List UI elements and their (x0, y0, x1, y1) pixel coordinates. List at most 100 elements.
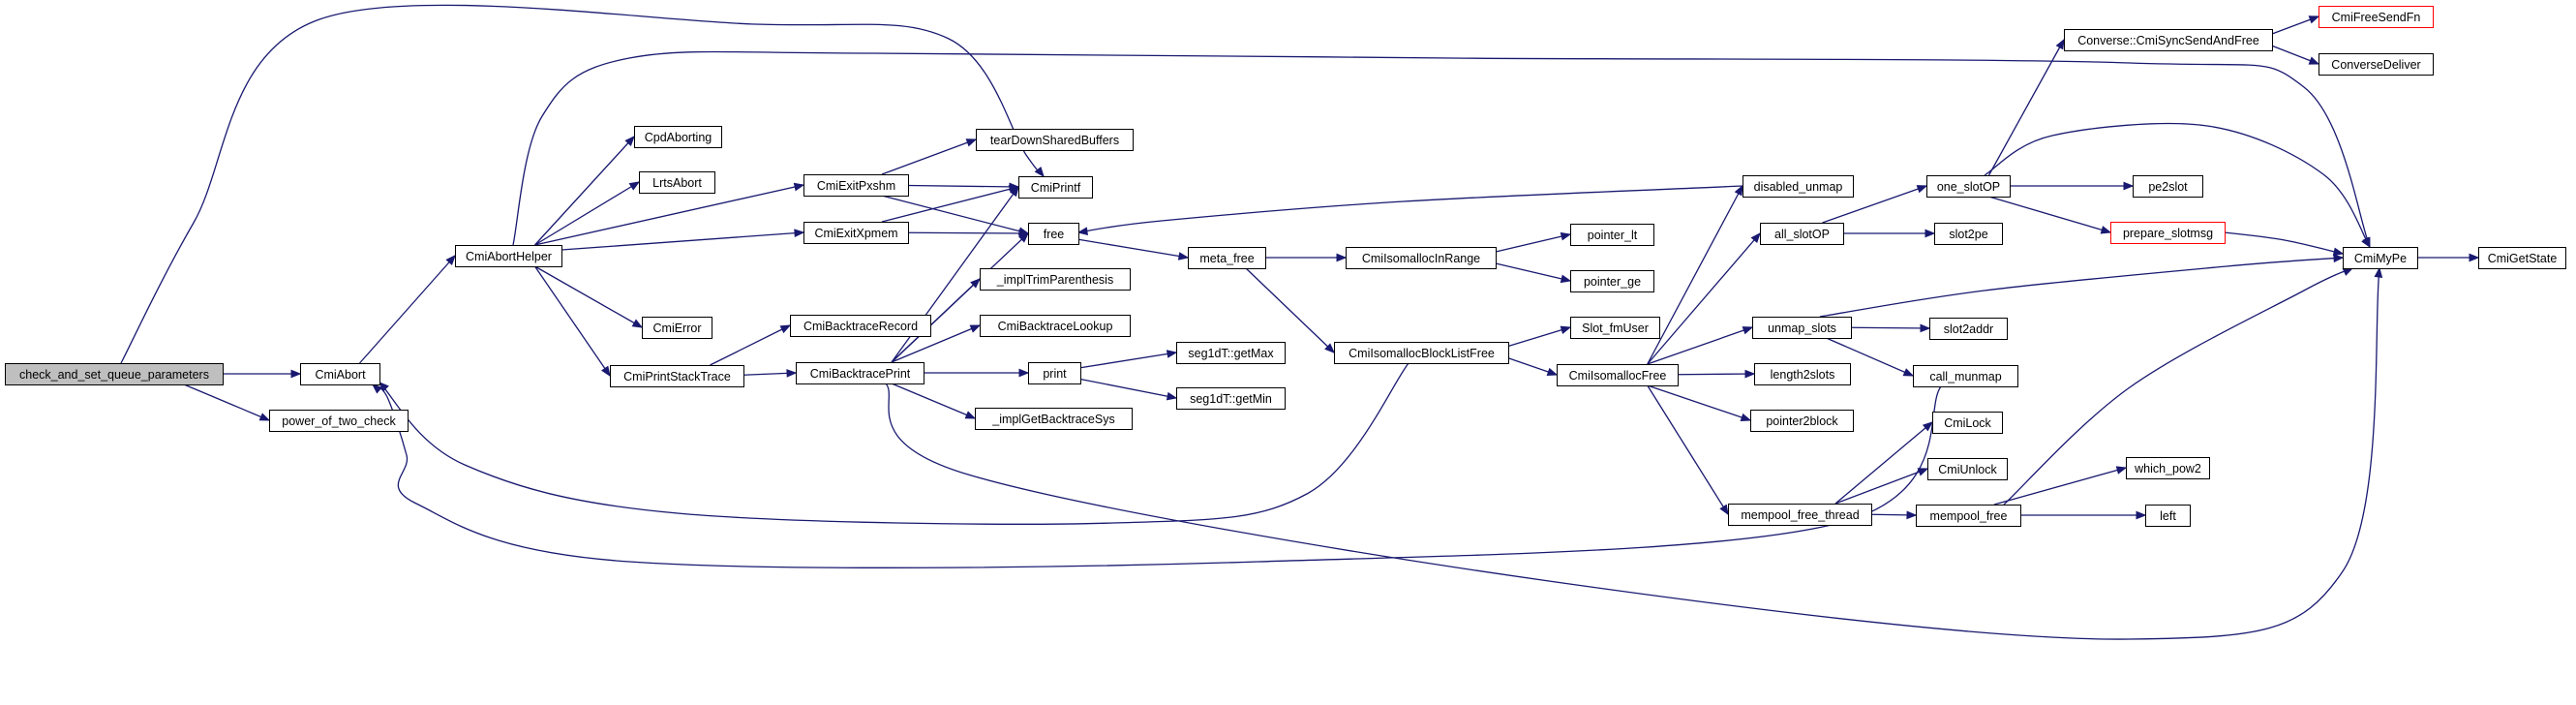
node-box-lrtsabort[interactable] (639, 171, 715, 194)
node-left[interactable]: left (2145, 505, 2191, 527)
node-box-cmiprintstacktrace[interactable] (610, 365, 744, 387)
node-slot2addr[interactable]: slot2addr (1929, 318, 2008, 340)
node-box-cmierror[interactable] (642, 317, 712, 339)
node-seg1dt-getmax[interactable]: seg1dT::getMax (1176, 342, 1286, 364)
node-box-cmimype[interactable] (2343, 247, 2418, 269)
node-cpdaborting[interactable]: CpdAborting (634, 126, 722, 148)
node-box-cmiaborthelper[interactable] (455, 245, 562, 267)
node-box-teardownsharedbuffers[interactable] (976, 129, 1134, 151)
node-cmibacktracelookup[interactable]: CmiBacktraceLookup (980, 315, 1131, 337)
node-cmiisomallocfree[interactable]: CmiIsomallocFree (1557, 364, 1679, 386)
node--impltrimparenthesis[interactable]: _implTrimParenthesis (980, 268, 1131, 291)
node-pointer2block[interactable]: pointer2block (1750, 410, 1854, 432)
node-box-free[interactable] (1028, 223, 1079, 245)
node-check-and-set-queue-parameters[interactable]: check_and_set_queue_parameters (5, 363, 224, 385)
node-box-length2slots[interactable] (1754, 363, 1851, 385)
node-converse-cmisyncsendandfree[interactable]: Converse::CmiSyncSendAndFree (2064, 29, 2273, 51)
node-cmimype[interactable]: CmiMyPe (2343, 247, 2418, 269)
node-box-cmiexitxpmem[interactable] (803, 222, 909, 244)
node-box-cpdaborting[interactable] (634, 126, 722, 148)
node-box-cmifreesendfn[interactable] (2318, 6, 2434, 28)
node-box-slot-fmuser[interactable] (1570, 317, 1660, 339)
node-call-munmap[interactable]: call_munmap (1913, 365, 2018, 387)
node-box--impltrimparenthesis[interactable] (980, 268, 1131, 291)
node-lrtsabort[interactable]: LrtsAbort (639, 171, 715, 194)
node-box-cmiunlock[interactable] (1927, 458, 2008, 480)
node-cmiisomallocinrange[interactable]: CmiIsomallocInRange (1346, 247, 1497, 269)
node-cmiexitpxshm[interactable]: CmiExitPxshm (803, 174, 909, 197)
node-box-cmiisomallocfree[interactable] (1557, 364, 1679, 386)
node-prepare-slotmsg[interactable]: prepare_slotmsg (2110, 222, 2226, 244)
node-box-cmibacktraceprint[interactable] (796, 362, 924, 384)
node-box-pointer2block[interactable] (1750, 410, 1854, 432)
node-unmap-slots[interactable]: unmap_slots (1752, 317, 1852, 339)
node-cmiprintf[interactable]: CmiPrintf (1018, 176, 1093, 199)
node-meta-free[interactable]: meta_free (1188, 247, 1266, 269)
node-cmiisomallocblocklistfree[interactable]: CmiIsomallocBlockListFree (1334, 342, 1509, 364)
node-box-meta-free[interactable] (1188, 247, 1266, 269)
node-box-cmiprintf[interactable] (1018, 176, 1093, 199)
node-cmibacktracerecord[interactable]: CmiBacktraceRecord (790, 315, 931, 337)
node-pointer-lt[interactable]: pointer_lt (1570, 224, 1654, 246)
node-box-cmiisomallocinrange[interactable] (1346, 247, 1497, 269)
node-box-print[interactable] (1028, 362, 1081, 384)
node-cmigetstate[interactable]: CmiGetState (2478, 247, 2566, 269)
node-box-one-slotop[interactable] (1926, 175, 2011, 198)
node-box-left[interactable] (2145, 505, 2191, 527)
node-slot2pe[interactable]: slot2pe (1934, 223, 2003, 245)
node-seg1dt-getmin[interactable]: seg1dT::getMin (1176, 387, 1286, 410)
node-box-mempool-free[interactable] (1916, 505, 2021, 527)
node-cmiunlock[interactable]: CmiUnlock (1927, 458, 2008, 480)
node-mempool-free[interactable]: mempool_free (1916, 505, 2021, 527)
node-box-slot2addr[interactable] (1929, 318, 2008, 340)
node-box-cmiexitpxshm[interactable] (803, 174, 909, 197)
node-mempool-free-thread[interactable]: mempool_free_thread (1728, 504, 1872, 526)
node-box-cmiabort[interactable] (300, 363, 380, 385)
node-box-cmiisomallocblocklistfree[interactable] (1334, 342, 1509, 364)
node-cmilock[interactable]: CmiLock (1932, 412, 2003, 434)
node-all-slotop[interactable]: all_slotOP (1760, 223, 1844, 245)
node-box-prepare-slotmsg[interactable] (2110, 222, 2226, 244)
node-box-disabled-unmap[interactable] (1743, 175, 1854, 198)
node-box-conversedeliver[interactable] (2318, 53, 2434, 76)
node-which-pow2[interactable]: which_pow2 (2126, 457, 2210, 479)
node-box-call-munmap[interactable] (1913, 365, 2018, 387)
node-box-converse-cmisyncsendandfree[interactable] (2064, 29, 2273, 51)
node-cmifreesendfn[interactable]: CmiFreeSendFn (2318, 6, 2434, 28)
node-cmiexitxpmem[interactable]: CmiExitXpmem (803, 222, 909, 244)
node-slot-fmuser[interactable]: Slot_fmUser (1570, 317, 1660, 339)
node-box-power-of-two-check[interactable] (269, 410, 409, 432)
node-one-slotop[interactable]: one_slotOP (1926, 175, 2011, 198)
node-cmiaborthelper[interactable]: CmiAbortHelper (455, 245, 562, 267)
node-teardownsharedbuffers[interactable]: tearDownSharedBuffers (976, 129, 1134, 151)
node-box-all-slotop[interactable] (1760, 223, 1844, 245)
node-box--implgetbacktracesys[interactable] (975, 408, 1133, 430)
node-box-cmibacktracerecord[interactable] (790, 315, 931, 337)
node-box-unmap-slots[interactable] (1752, 317, 1852, 339)
node-print[interactable]: print (1028, 362, 1081, 384)
node-box-cmibacktracelookup[interactable] (980, 315, 1131, 337)
node-cmierror[interactable]: CmiError (642, 317, 712, 339)
node-cmiabort[interactable]: CmiAbort (300, 363, 380, 385)
node-cmiprintstacktrace[interactable]: CmiPrintStackTrace (610, 365, 744, 387)
node-box-slot2pe[interactable] (1934, 223, 2003, 245)
node-cmibacktraceprint[interactable]: CmiBacktracePrint (796, 362, 924, 384)
node-box-cmilock[interactable] (1932, 412, 2003, 434)
node-box-seg1dt-getmax[interactable] (1176, 342, 1286, 364)
node-box-which-pow2[interactable] (2126, 457, 2210, 479)
node-box-pointer-lt[interactable] (1570, 224, 1654, 246)
node-disabled-unmap[interactable]: disabled_unmap (1743, 175, 1854, 198)
node-box-pointer-ge[interactable] (1570, 270, 1654, 292)
node--implgetbacktracesys[interactable]: _implGetBacktraceSys (975, 408, 1133, 430)
node-box-cmigetstate[interactable] (2478, 247, 2566, 269)
node-pointer-ge[interactable]: pointer_ge (1570, 270, 1654, 292)
node-box-pe2slot[interactable] (2133, 175, 2203, 198)
node-free[interactable]: free (1028, 223, 1079, 245)
node-box-seg1dt-getmin[interactable] (1176, 387, 1286, 410)
node-pe2slot[interactable]: pe2slot (2133, 175, 2203, 198)
node-box-mempool-free-thread[interactable] (1728, 504, 1872, 526)
node-conversedeliver[interactable]: ConverseDeliver (2318, 53, 2434, 76)
node-box-check-and-set-queue-parameters[interactable] (5, 363, 224, 385)
node-length2slots[interactable]: length2slots (1754, 363, 1851, 385)
node-power-of-two-check[interactable]: power_of_two_check (269, 410, 409, 432)
